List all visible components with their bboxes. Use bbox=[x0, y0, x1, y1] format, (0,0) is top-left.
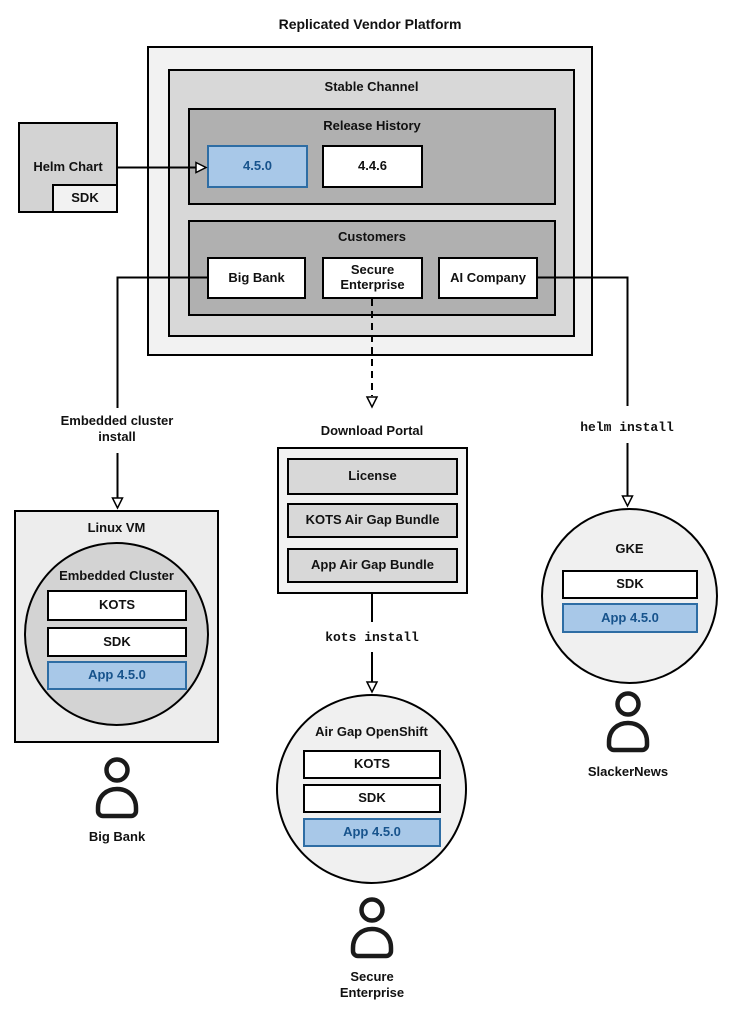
openshift-sdk-box: SDK bbox=[303, 784, 441, 813]
openshift-app-box: App 4.5.0 bbox=[303, 818, 441, 847]
big-bank-person-icon bbox=[93, 757, 141, 819]
linux-vm-app-box: App 4.5.0 bbox=[47, 661, 187, 690]
customers-label: Customers bbox=[338, 229, 406, 244]
release-450-box: 4.5.0 bbox=[207, 145, 308, 188]
big-bank-user-label: Big Bank bbox=[88, 829, 146, 844]
slackernews-user-label: SlackerNews bbox=[587, 764, 669, 779]
openshift-kots-box: KOTS bbox=[303, 750, 441, 779]
secure-enterprise-user-label: Secure Enterprise bbox=[339, 969, 405, 1001]
gke-label: GKE bbox=[615, 541, 644, 556]
kots-air-gap-bundle-box: KOTS Air Gap Bundle bbox=[287, 503, 458, 538]
embedded-cluster-install-label: Embedded cluster install bbox=[60, 413, 174, 445]
release-446-box: 4.4.6 bbox=[322, 145, 423, 188]
stable-channel-label: Stable Channel bbox=[324, 79, 419, 94]
secure-enterprise-person-icon bbox=[348, 897, 396, 959]
customer-ai-company-box: AI Company bbox=[438, 257, 538, 299]
linux-vm-kots-box: KOTS bbox=[47, 590, 187, 621]
customer-secure-enterprise-box: Secure Enterprise bbox=[322, 257, 423, 299]
helm-chart-sdk-box: SDK bbox=[52, 184, 118, 213]
diagram-title: Replicated Vendor Platform bbox=[278, 16, 462, 32]
linux-vm-label: Linux VM bbox=[87, 520, 146, 535]
release-history-label: Release History bbox=[323, 118, 421, 133]
linux-vm-sdk-box: SDK bbox=[47, 627, 187, 657]
customer-big-bank-box: Big Bank bbox=[207, 257, 306, 299]
gke-sdk-box: SDK bbox=[562, 570, 698, 599]
gke-app-box: App 4.5.0 bbox=[562, 603, 698, 633]
download-portal-label: Download Portal bbox=[320, 423, 424, 438]
helm-install-label: helm install bbox=[580, 420, 674, 435]
license-box: License bbox=[287, 458, 458, 495]
slackernews-person-icon bbox=[604, 691, 652, 753]
embedded-cluster-label: Embedded Cluster bbox=[59, 568, 174, 583]
app-air-gap-bundle-box: App Air Gap Bundle bbox=[287, 548, 458, 583]
helm-chart-label: Helm Chart bbox=[33, 159, 103, 174]
air-gap-openshift-label: Air Gap OpenShift bbox=[315, 724, 428, 739]
kots-install-label: kots install bbox=[325, 630, 419, 645]
